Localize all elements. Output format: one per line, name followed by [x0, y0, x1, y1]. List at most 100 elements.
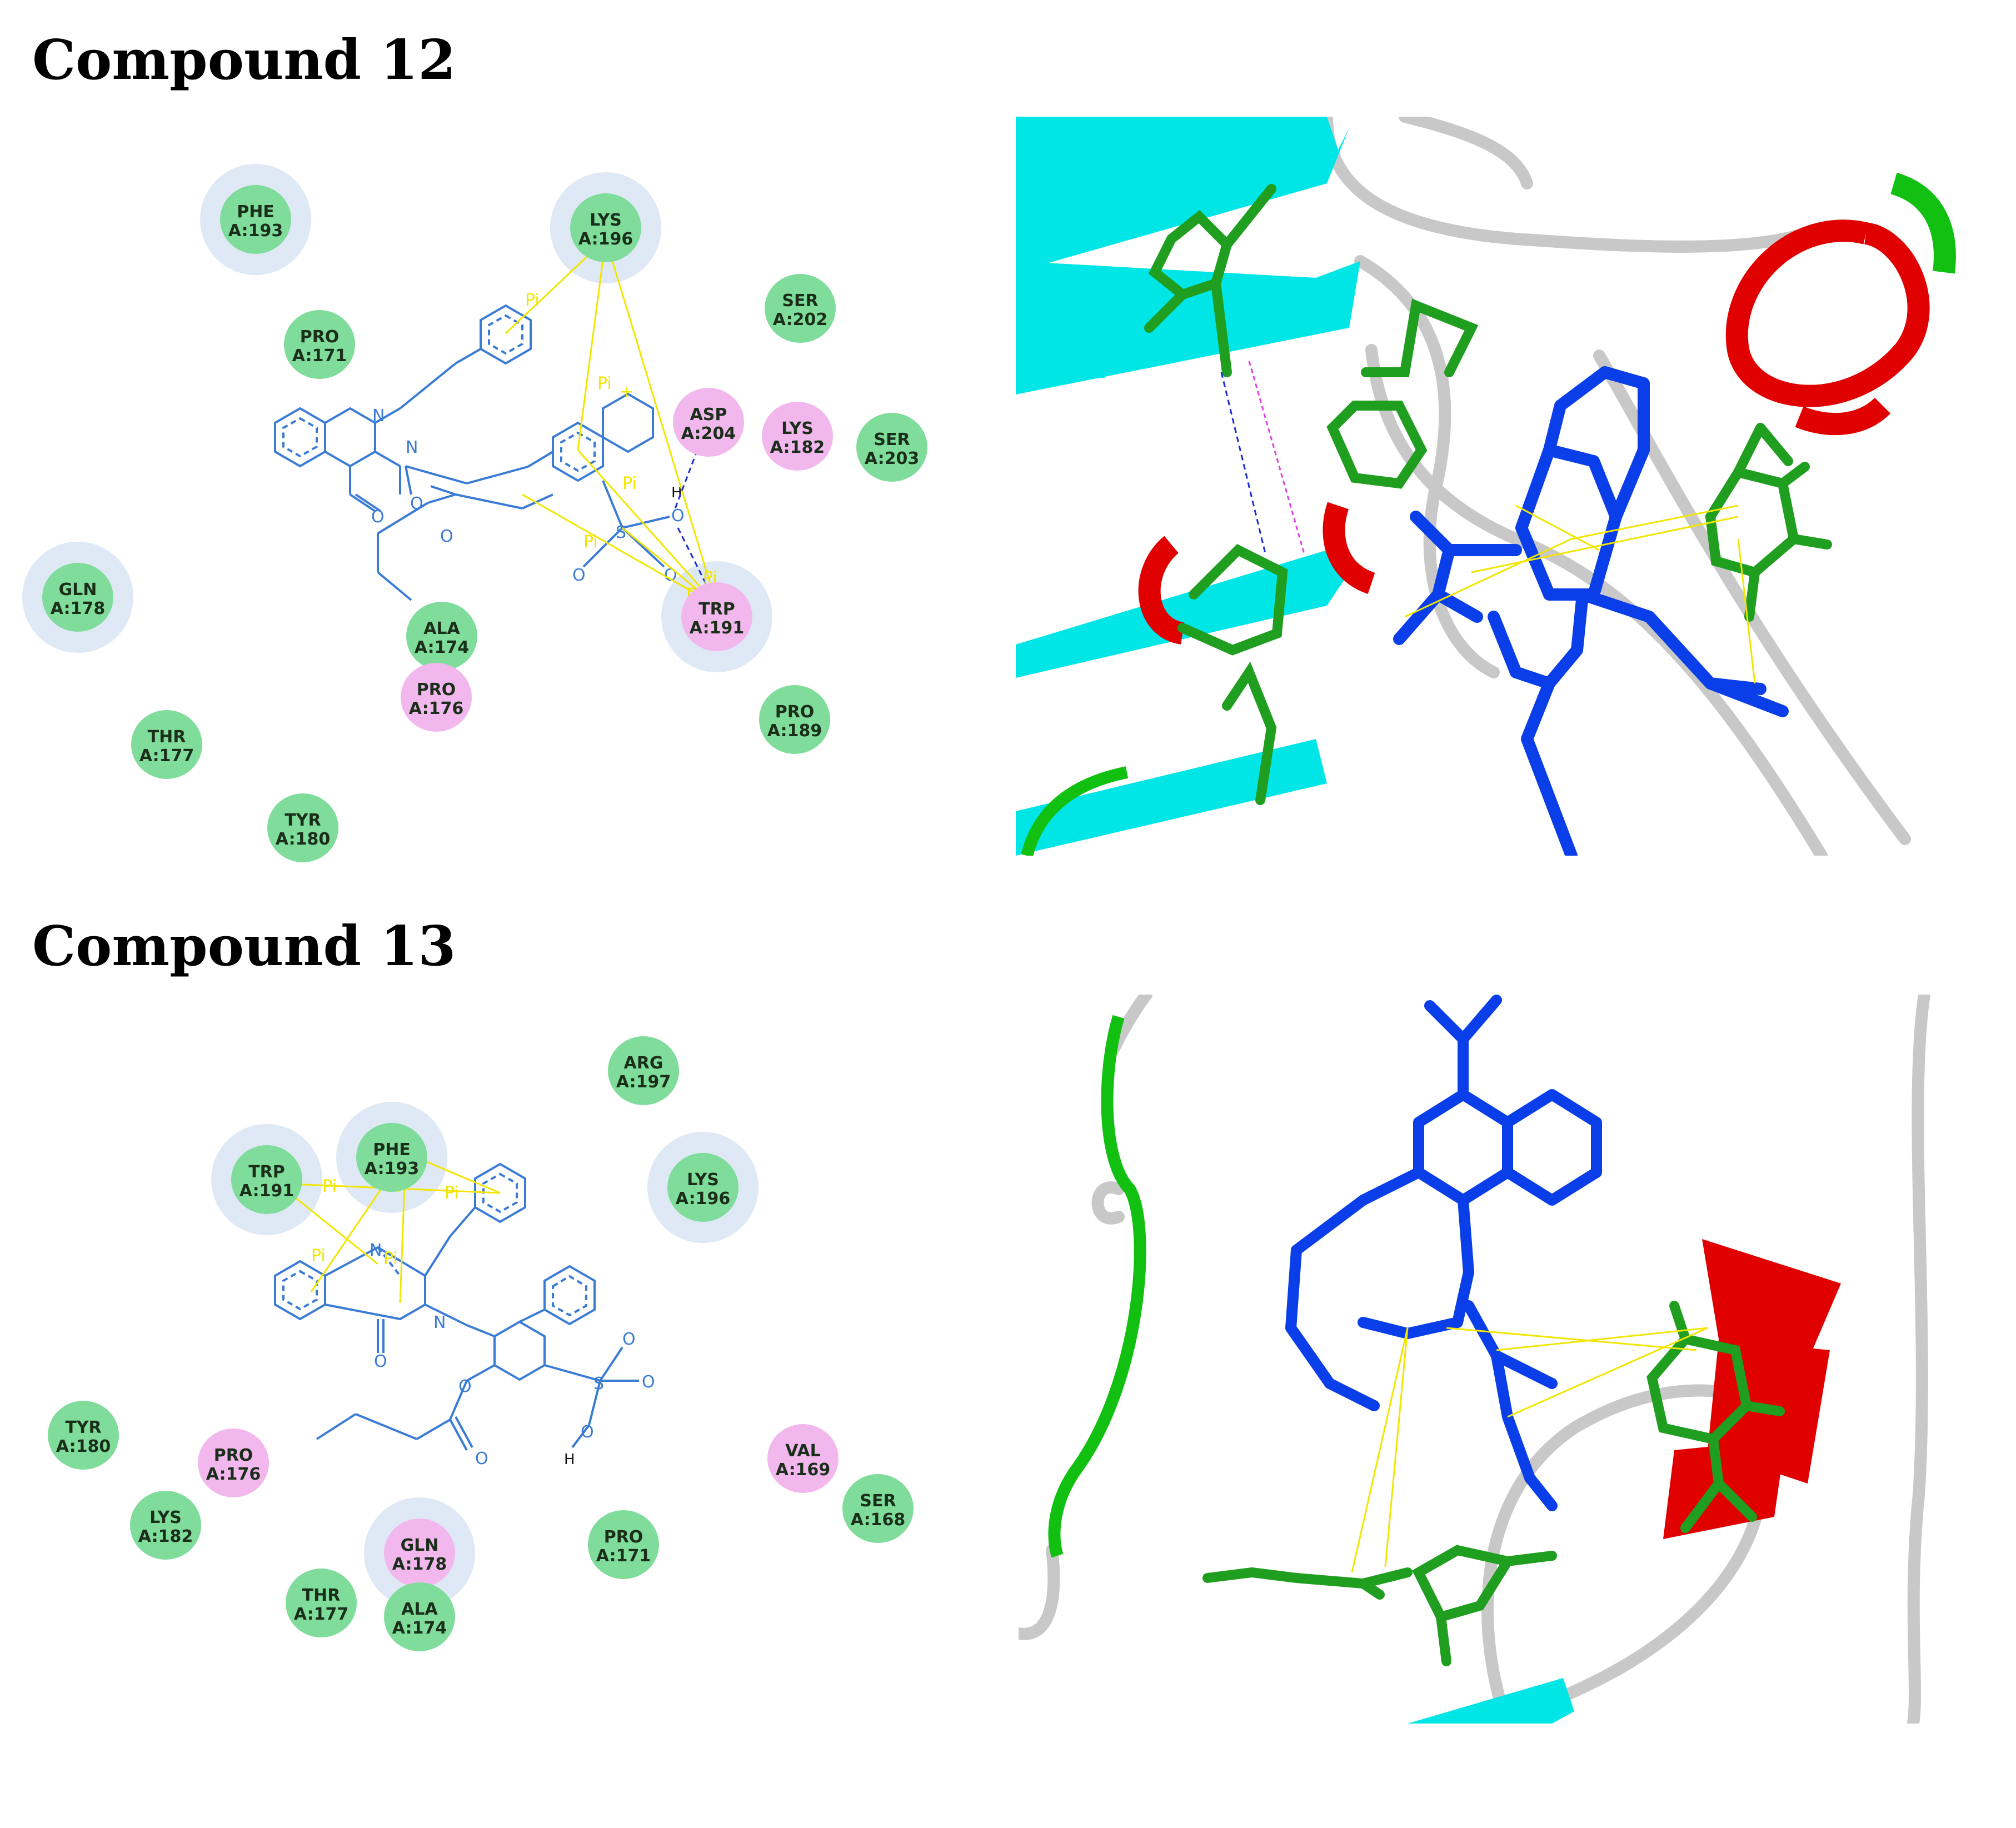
compound-13-2d-interaction-diagram: N N O O O O O S O H + Pi Pi Pi Pi Pi ARG… [22, 1025, 956, 1742]
residue-disc [267, 793, 338, 862]
residue-name: ALA [401, 1600, 438, 1619]
residue-id: A:191 [690, 618, 744, 638]
residue-disc [356, 1123, 427, 1192]
residue-name: TYR [65, 1418, 101, 1437]
residue-disc [667, 1153, 738, 1222]
atom-n: N [372, 406, 385, 426]
atom-o: O [622, 1330, 636, 1349]
atom-o: O [371, 507, 385, 527]
residue-id: A:176 [206, 1465, 261, 1484]
residue-disc [220, 185, 291, 254]
residue-id: A:171 [292, 346, 347, 366]
residues: ARGA:197PHEA:193TRPA:191LYSA:196TYRA:180… [48, 1036, 914, 1651]
residue-id: A:189 [767, 721, 822, 741]
residue-id: A:193 [365, 1159, 419, 1178]
residue-disc [384, 1519, 455, 1587]
atom-n: N [370, 1241, 382, 1260]
pi-label: Pi [622, 474, 637, 493]
atom-o: O [642, 1372, 655, 1392]
compound-12-3d-docking-pose [1016, 117, 1972, 856]
residue-id: A:180 [56, 1437, 111, 1456]
residue-name: LYS [781, 419, 814, 438]
residues: PHEA:193LYSA:196SERA:202PROA:171ASPA:204… [42, 185, 927, 862]
residue-id: A:171 [596, 1546, 651, 1566]
residue-id: A:196 [676, 1189, 730, 1208]
residue-name: SER [782, 291, 818, 311]
residue-disc [406, 602, 477, 671]
pi-interactions-3d [1351, 1327, 1708, 1573]
atom-s: S [616, 523, 626, 542]
residue-name: THR [302, 1586, 341, 1605]
hydrogen-bonds [674, 449, 718, 606]
pi-cation-3d [1248, 361, 1306, 556]
residue-id: A:197 [616, 1072, 671, 1092]
residue-disc [842, 1474, 914, 1543]
residue-name: PHE [237, 202, 275, 222]
residue-id: A:202 [773, 310, 827, 329]
interacting-residues [1144, 184, 1832, 805]
residue-disc [681, 582, 752, 651]
residue-disc [231, 1145, 302, 1214]
residue-name: THR [148, 727, 186, 747]
pi-label: Pi [383, 1249, 398, 1268]
residue-disc [384, 1582, 455, 1651]
pi-interactions-3d [1404, 505, 1756, 684]
atom-h: H [564, 1451, 575, 1468]
beta-strand [1016, 117, 1360, 856]
charge-plus: + [620, 382, 633, 402]
atom-o: O [581, 1422, 594, 1442]
ligand-3d [1285, 995, 1602, 1511]
compound-13-3d-docking-pose [1019, 995, 1948, 1724]
residue-name: ASP [690, 405, 727, 424]
residue-name: GLN [401, 1536, 439, 1555]
compound-13-heading: Compound 13 [32, 915, 456, 978]
residue-id: A:174 [392, 1619, 447, 1638]
residue-id: A:203 [865, 449, 919, 468]
residue-name: PRO [300, 327, 340, 347]
residue-disc [762, 402, 833, 471]
residue-name: PRO [775, 702, 815, 722]
residue-disc [286, 1569, 357, 1637]
beta-strand [1408, 1678, 1574, 1724]
ligand-3d [1393, 366, 1789, 856]
residue-name: SER [860, 1491, 896, 1511]
residue-id: A:180 [276, 830, 330, 849]
residue-disc [401, 663, 472, 732]
ligand-structure [274, 304, 670, 601]
residue-id: A:178 [392, 1555, 447, 1574]
atom-o: O [671, 506, 685, 526]
residue-disc [42, 563, 113, 632]
residue-id: A:191 [239, 1181, 294, 1201]
residue-name: PHE [373, 1140, 411, 1160]
residue-id: A:177 [294, 1605, 348, 1624]
residue-name: GLN [59, 580, 97, 600]
alpha-helix [1138, 219, 1930, 645]
atom-o: O [440, 527, 453, 546]
atom-o: O [572, 566, 586, 585]
residue-disc [765, 274, 836, 343]
atom-o: O [475, 1449, 488, 1469]
compound-12-heading: Compound 12 [32, 28, 456, 92]
residue-name: PRO [417, 680, 456, 700]
residue-name: ARG [624, 1053, 663, 1073]
turn-segment [1890, 172, 1956, 274]
residue-disc [767, 1424, 839, 1493]
residue-id: A:176 [409, 699, 463, 718]
residue-name: ALA [423, 619, 460, 638]
residue-disc [856, 413, 927, 482]
residue-name: TRP [698, 600, 735, 619]
